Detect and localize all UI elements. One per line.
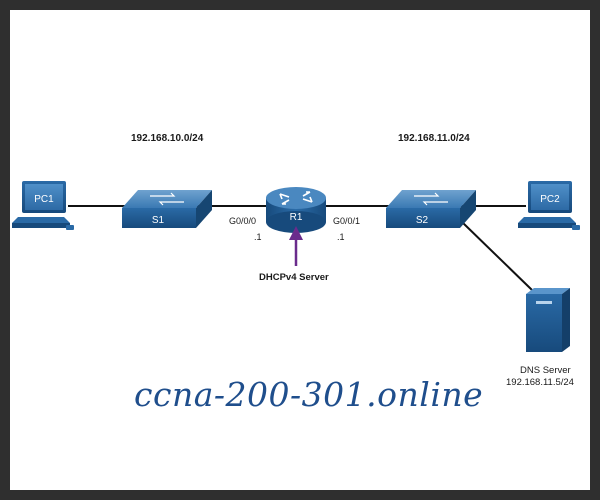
left-network-label: 192.168.10.0/24 <box>131 133 204 144</box>
r1-left-port: G0/0/0 <box>229 216 257 226</box>
r1-router-icon[interactable]: R1 <box>266 187 326 233</box>
dns-server-address: 192.168.11.5/24 <box>506 377 574 388</box>
pc1-icon[interactable]: PC1 <box>12 181 74 230</box>
s2-label: S2 <box>416 215 429 226</box>
s1-switch-icon[interactable]: S1 <box>122 190 212 228</box>
dhcp-server-label: DHCPv4 Server <box>259 272 329 283</box>
r1-right-address: .1 <box>337 232 345 242</box>
pc1-label: PC1 <box>34 194 54 205</box>
diagram-canvas: PC1 S1 R1 <box>10 10 590 490</box>
r1-left-address: .1 <box>254 232 262 242</box>
topology-svg: PC1 S1 R1 <box>12 181 580 352</box>
r1-label: R1 <box>290 212 303 223</box>
dns-server-name: DNS Server <box>520 365 571 376</box>
watermark-text: ccna-200-301.online <box>134 375 484 414</box>
s1-label: S1 <box>152 215 165 226</box>
dns-server-icon[interactable] <box>526 288 570 352</box>
pc2-label: PC2 <box>540 194 560 205</box>
r1-right-port: G0/0/1 <box>333 216 361 226</box>
dhcp-arrow-icon <box>289 226 303 266</box>
right-network-label: 192.168.11.0/24 <box>398 133 470 144</box>
pc2-icon[interactable]: PC2 <box>518 181 580 230</box>
link-s2-dns <box>461 221 533 291</box>
s2-switch-icon[interactable]: S2 <box>386 190 476 228</box>
